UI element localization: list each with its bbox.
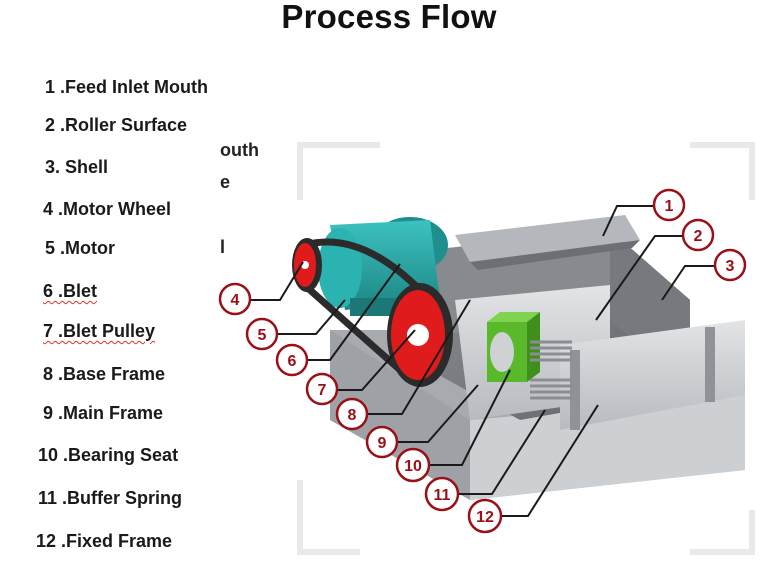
legend-item-motor: 5 .Motor bbox=[45, 238, 115, 258]
legend-item-belt-pulley: 7 .Blet Pulley bbox=[43, 321, 156, 341]
callout-4: 4 bbox=[218, 282, 252, 316]
legend-item-belt: 6 .Blet bbox=[43, 281, 98, 301]
legend-item-roller-surface: 2 .Roller Surface bbox=[45, 115, 188, 135]
bearing-seat-shape bbox=[487, 312, 540, 382]
legend-item-bearing-seat: 10 .Bearing Seat bbox=[38, 445, 179, 465]
callout-11: 11 bbox=[424, 476, 460, 512]
legend-item-buffer-spring: 11 .Buffer Spring bbox=[38, 488, 183, 508]
callout-leaders bbox=[250, 205, 716, 517]
svg-text:8: 8 bbox=[348, 407, 357, 424]
overlapped-text-fragment: outh bbox=[220, 140, 259, 160]
callout-3: 3 bbox=[713, 248, 747, 282]
svg-text:4: 4 bbox=[231, 292, 240, 309]
legend-item-base-frame: 8 .Base Frame bbox=[43, 364, 166, 384]
svg-text:3: 3 bbox=[726, 258, 735, 275]
legend-item-fixed-frame: 12 .Fixed Frame bbox=[36, 531, 173, 551]
svg-text:11: 11 bbox=[434, 487, 451, 504]
svg-text:5: 5 bbox=[258, 327, 267, 344]
svg-text:2: 2 bbox=[694, 228, 703, 245]
callout-9: 9 bbox=[365, 425, 399, 459]
photo-frame-brackets bbox=[297, 142, 755, 555]
belt-pulley-shape bbox=[387, 283, 453, 387]
callout-1: 1 bbox=[652, 188, 686, 222]
overlapped-text-fragment: e bbox=[220, 172, 231, 192]
svg-text:9: 9 bbox=[378, 435, 387, 452]
buffer-spring-shape bbox=[530, 340, 572, 400]
callout-2: 2 bbox=[681, 218, 715, 252]
callout-7: 7 bbox=[305, 372, 339, 406]
svg-text:10: 10 bbox=[404, 458, 422, 475]
svg-text:6: 6 bbox=[288, 353, 297, 370]
callout-5: 5 bbox=[245, 317, 279, 351]
legend-item-motor-wheel: 4 .Motor Wheel bbox=[43, 199, 172, 219]
callout-10: 10 bbox=[395, 447, 431, 483]
legend-item-main-frame: 9 .Main Frame bbox=[43, 403, 164, 423]
motor-wheel-shape bbox=[292, 238, 322, 292]
page-title: Process Flow bbox=[281, 0, 497, 35]
svg-text:7: 7 bbox=[318, 382, 327, 399]
callout-8: 8 bbox=[335, 397, 369, 431]
svg-text:1: 1 bbox=[665, 198, 674, 215]
overlapped-text-fragment: l bbox=[220, 237, 226, 257]
legend-item-feed-inlet-mouth: 1 .Feed Inlet Mouth bbox=[45, 77, 209, 97]
parts-legend: 1 .Feed Inlet Mouth 2 .Roller Surface 3.… bbox=[0, 0, 240, 567]
callout-6: 6 bbox=[275, 343, 309, 377]
svg-text:12: 12 bbox=[476, 509, 494, 526]
callout-12: 12 bbox=[467, 498, 503, 534]
legend-item-shell: 3. Shell bbox=[45, 157, 109, 177]
